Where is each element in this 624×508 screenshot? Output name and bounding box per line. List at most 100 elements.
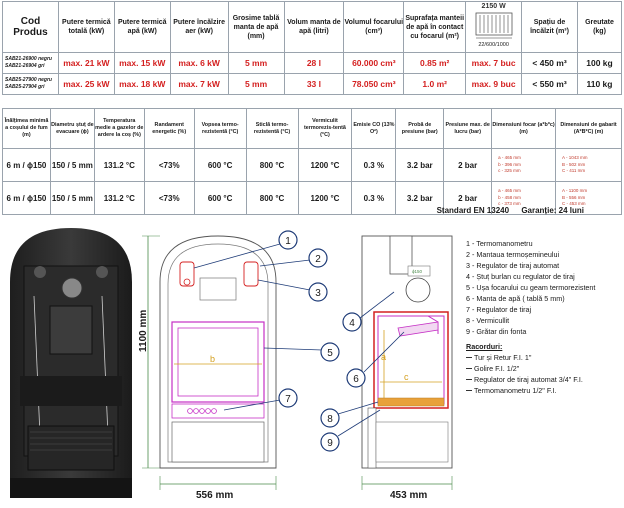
test-pressure: 3.2 bar [395, 181, 445, 215]
header-surface: Suprafața manteii de apă în contact cu f… [403, 1, 467, 53]
callout-6-label: 6 [353, 374, 359, 385]
dim-b-label: b [210, 354, 215, 364]
co-emission: 0.3 % [351, 181, 397, 215]
callout-3-label: 3 [315, 288, 321, 299]
header-diameter: Diametru ștuț de evacuare (ϕ) [49, 108, 95, 149]
firebox-volume: 78.050 cm³ [343, 73, 405, 95]
focar-dims: a - 465 mm b - 396 mm c - 325 mm [491, 148, 556, 182]
callout-1-label: 1 [285, 236, 291, 247]
callout-6 [346, 368, 366, 388]
focar-dims: a - 465 mm b - 458 mm c - 373 mm [491, 181, 556, 215]
header-vermiculite: Vermiculit termorezis-tentă (°C) [297, 108, 353, 149]
vermiculite: 1200 °C [297, 181, 353, 215]
thickness: 5 mm [227, 52, 285, 74]
product-code: SAB25-27900 negru SAB25-27904 gri [2, 73, 59, 95]
table-row: 6 m / ϕ150 150 / 5 mm 131.2 °C <73% 600 … [2, 148, 622, 182]
callout-8-label: 8 [327, 414, 333, 425]
specs-table-secondary: Înălțimea minimă a coșului de fum (m) Di… [2, 108, 622, 215]
header-gas-temp: Temperatura medie a gazelor de ardere la… [93, 108, 145, 149]
paint: 600 °C [193, 148, 247, 182]
callout-9-label: 9 [327, 438, 333, 449]
header-radiator: 2150 W 22/600/1000 [465, 1, 523, 53]
radiator-icon [475, 12, 513, 39]
header-water-volume: Volum manta de apă (litri) [283, 1, 345, 53]
header-total-power: Putere termică totală (kW) [57, 1, 115, 53]
radiator-wattage: 2150 W [481, 3, 506, 10]
front-view: b [159, 235, 277, 469]
weight: 100 kg [576, 52, 623, 74]
water-power: max. 15 kW [113, 52, 171, 74]
focar-a: a - 465 mm [498, 155, 521, 161]
chimney: 6 m / ϕ150 [2, 148, 51, 182]
connection-item: Termomanometru 1/2" F.I. [466, 385, 622, 396]
table-row: 6 m / ϕ150 150 / 5 mm 131.2 °C <73% 600 … [2, 181, 622, 215]
heating-space: < 550 m³ [521, 73, 578, 95]
header-firebox-volume: Volumul focarului (cm³) [343, 1, 405, 53]
thickness: 5 mm [227, 73, 285, 95]
callout-4-label: 4 [349, 318, 355, 329]
focar-b: b - 458 mm [498, 194, 521, 200]
header-air-power: Putere încălzire aer (kW) [169, 1, 229, 53]
connections-title: Racorduri: [466, 342, 503, 351]
air-power: max. 6 kW [169, 52, 229, 74]
header-gabarit-dims: Dimensiuni de gabarit (A*B*C) (m) [555, 108, 622, 149]
radiator-caption: 22/600/1000 [478, 42, 509, 48]
warranty-text: Garanție: 24 luni [521, 206, 584, 215]
gabarit-b: B - 502 mm [562, 161, 586, 167]
pipe-label: ϕ150 [412, 269, 423, 274]
height-label: 1100 mm [138, 310, 149, 352]
callout-3 [308, 282, 328, 302]
gabarit-c: C - 411 mm [562, 168, 586, 174]
header-cod: Cod Produs [2, 1, 59, 53]
header-glass: Sticlă termo-rezistentă (°C) [245, 108, 299, 149]
heating-space: < 450 m³ [521, 52, 578, 74]
test-pressure: 3.2 bar [395, 148, 445, 182]
gabarit-dims: A - 1100 mm B - 556 mm C - 453 mm [555, 181, 622, 215]
water-volume: 28 l [283, 52, 345, 74]
gabarit-b: B - 556 mm [562, 194, 586, 200]
header-water-power: Putere termică apă (kW) [113, 1, 171, 53]
vermiculite: 1200 °C [297, 148, 353, 182]
legend-item: 6 - Manta de apă ( tablă 5 mm) [466, 294, 565, 303]
surface: 0.85 m² [403, 52, 467, 74]
connection-item: Regulator de tiraj automat 3/4" F.I. [466, 374, 622, 385]
dim-c-label: c [404, 372, 409, 382]
connection-item: Golire F.I. 1/2" [466, 363, 622, 374]
connection-item: Tur și Retur F.I. 1" [466, 352, 622, 363]
max-pressure: 2 bar [443, 148, 493, 182]
header-chimney: Înălțimea minimă a coșului de fum (m) [2, 108, 51, 149]
surface: 1.0 m² [403, 73, 467, 95]
callout-7 [278, 388, 298, 408]
gas-temp: 131.2 °C [93, 148, 145, 182]
legend-item: 9 - Grătar din fonta [466, 327, 527, 336]
header-test-pressure: Probă de presiune (bar) [395, 108, 445, 149]
callout-4 [342, 312, 362, 332]
standard-line: Standard EN 13240 Garanție: 24 luni [437, 206, 584, 215]
header-max-pressure: Presiune max. de lucru (bar) [443, 108, 493, 149]
legend: 1 - Termomanometru 2 - Mantaua termoșemi… [466, 238, 622, 396]
efficiency: <73% [143, 181, 195, 215]
focar-a: a - 465 mm [498, 188, 521, 194]
callout-9 [320, 432, 340, 452]
chimney: 6 m / ϕ150 [2, 181, 51, 215]
callout-5 [320, 342, 340, 362]
gabarit-dims: A - 1043 mm B - 502 mm C - 411 mm [555, 148, 622, 182]
depth-label: 453 mm [390, 490, 427, 501]
gas-temp: 131.2 °C [93, 181, 145, 215]
callout-8 [320, 408, 340, 428]
focar-b: b - 396 mm [498, 161, 521, 167]
weight: 110 kg [576, 73, 623, 95]
callout-2-label: 2 [315, 254, 321, 265]
legend-item: 7 - Regulator de tiraj [466, 305, 532, 314]
gabarit-a: A - 1100 mm [562, 188, 588, 194]
total-power: max. 21 kW [57, 52, 115, 74]
gabarit-a: A - 1043 mm [562, 155, 588, 161]
glass: 800 °C [245, 181, 299, 215]
air-power: max. 7 kW [169, 73, 229, 95]
diameter: 150 / 5 mm [49, 148, 95, 182]
callout-7-label: 7 [285, 394, 291, 405]
gabarit-c: C - 453 mm [562, 201, 586, 207]
water-power: max. 18 kW [113, 73, 171, 95]
callout-1 [278, 230, 298, 250]
header-weight: Greutate (kg) [576, 1, 623, 53]
